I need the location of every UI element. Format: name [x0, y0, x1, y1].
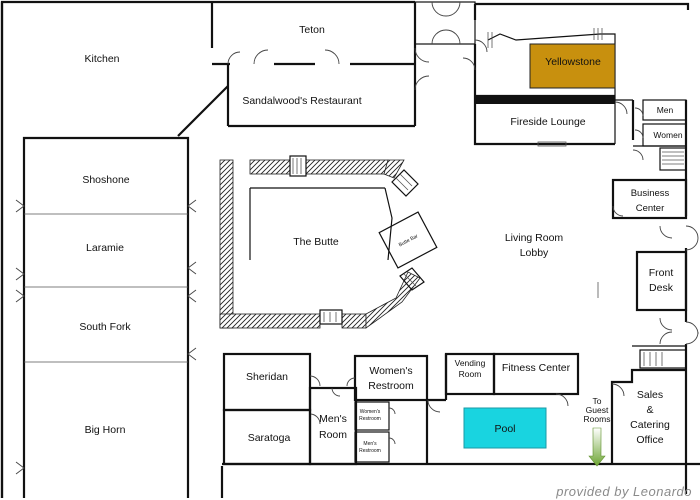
svg-text:Center: Center: [636, 203, 665, 214]
svg-text:Butte Bar: Butte Bar: [398, 233, 420, 248]
svg-text:Rooms: Rooms: [584, 414, 611, 424]
svg-text:Shoshone: Shoshone: [82, 174, 129, 186]
laramie-room: Laramie: [86, 242, 124, 254]
top-entrance-doors: [414, 1, 476, 45]
fireside-lounge: Fireside Lounge: [510, 116, 586, 147]
sandalwoods-restaurant: Sandalwood's Restaurant: [242, 47, 430, 107]
south-fork-room: South Fork: [79, 321, 131, 333]
fitness-center: Fitness Center: [492, 352, 580, 407]
yellowstone-hall: Yellowstone: [462, 4, 616, 146]
watermark: provided by Leonardo: [555, 484, 692, 499]
sales-catering-office: Sales & Catering Office: [610, 368, 686, 464]
svg-text:Sheridan: Sheridan: [246, 371, 288, 383]
restrooms-top-right: Men Women: [614, 99, 687, 171]
to-guest-rooms: To Guest Rooms: [584, 396, 611, 467]
small-mens-restroom: Men's Restroom: [354, 431, 396, 463]
shoshone-room: Shoshone: [82, 174, 129, 186]
svg-text:Restroom: Restroom: [359, 416, 381, 422]
svg-text:To: To: [593, 396, 602, 406]
svg-text:Catering: Catering: [630, 419, 670, 431]
svg-text:Guest: Guest: [586, 405, 609, 415]
svg-text:Women's: Women's: [369, 365, 412, 377]
svg-text:Vending: Vending: [455, 358, 486, 368]
teton-room: Teton: [227, 24, 340, 65]
svg-text:Kitchen: Kitchen: [84, 53, 119, 65]
yellowstone-room: [529, 43, 616, 89]
svg-text:South Fork: South Fork: [79, 321, 131, 333]
front-desk: Front Desk: [597, 250, 688, 312]
svg-text:Sandalwood's Restaurant: Sandalwood's Restaurant: [242, 95, 361, 107]
svg-text:Men: Men: [657, 105, 674, 115]
svg-text:Restroom: Restroom: [359, 448, 381, 454]
down-arrow-icon: [588, 427, 606, 467]
svg-text:Men's: Men's: [363, 441, 377, 447]
mens-room: Men's Room: [308, 386, 358, 466]
svg-text:Room: Room: [459, 369, 482, 379]
the-butte: The Butte Butte Bar: [219, 155, 438, 329]
vending-room: Vending Room: [444, 352, 496, 396]
svg-text:Men's: Men's: [319, 413, 347, 425]
svg-text:Restroom: Restroom: [368, 380, 414, 392]
saratoga-room: Saratoga: [222, 408, 321, 466]
big-horn-room: Big Horn: [85, 424, 126, 436]
svg-text:Women's: Women's: [360, 409, 381, 415]
svg-text:Laramie: Laramie: [86, 242, 124, 254]
pool: [463, 407, 547, 449]
stairs-right: [632, 345, 687, 369]
sheridan-room: Sheridan: [222, 352, 321, 412]
womens-restroom: Women's Restroom: [346, 354, 429, 402]
svg-text:Business: Business: [631, 188, 670, 199]
svg-text:Saratoga: Saratoga: [248, 432, 291, 444]
svg-text:Sales: Sales: [637, 389, 663, 401]
svg-text:Big Horn: Big Horn: [85, 424, 126, 436]
left-meeting-rooms: [22, 136, 190, 498]
svg-text:Living Room: Living Room: [505, 232, 564, 244]
right-exterior-doors: [659, 225, 699, 345]
svg-text:Front: Front: [649, 267, 674, 279]
svg-text:Yellowstone: Yellowstone: [545, 56, 601, 68]
kitchen-room: Kitchen: [84, 53, 119, 65]
svg-text:Fitness Center: Fitness Center: [502, 362, 571, 374]
svg-text:Women: Women: [653, 130, 682, 140]
svg-text:Desk: Desk: [649, 282, 674, 294]
svg-text:Teton: Teton: [299, 24, 325, 36]
svg-text:Lobby: Lobby: [520, 247, 549, 259]
business-center: Business Center: [611, 178, 688, 220]
svg-text:Fireside Lounge: Fireside Lounge: [510, 116, 585, 128]
svg-text:The Butte: The Butte: [293, 236, 339, 248]
living-room-lobby: Living Room Lobby: [505, 232, 564, 259]
left-room-doors: [15, 199, 197, 475]
svg-text:Room: Room: [319, 429, 347, 441]
pool-area: Pool: [425, 354, 547, 464]
svg-text:&: &: [646, 404, 653, 416]
svg-text:Office: Office: [636, 434, 663, 446]
small-womens-restroom: Women's Restroom: [354, 401, 396, 431]
svg-text:Pool: Pool: [494, 423, 515, 435]
